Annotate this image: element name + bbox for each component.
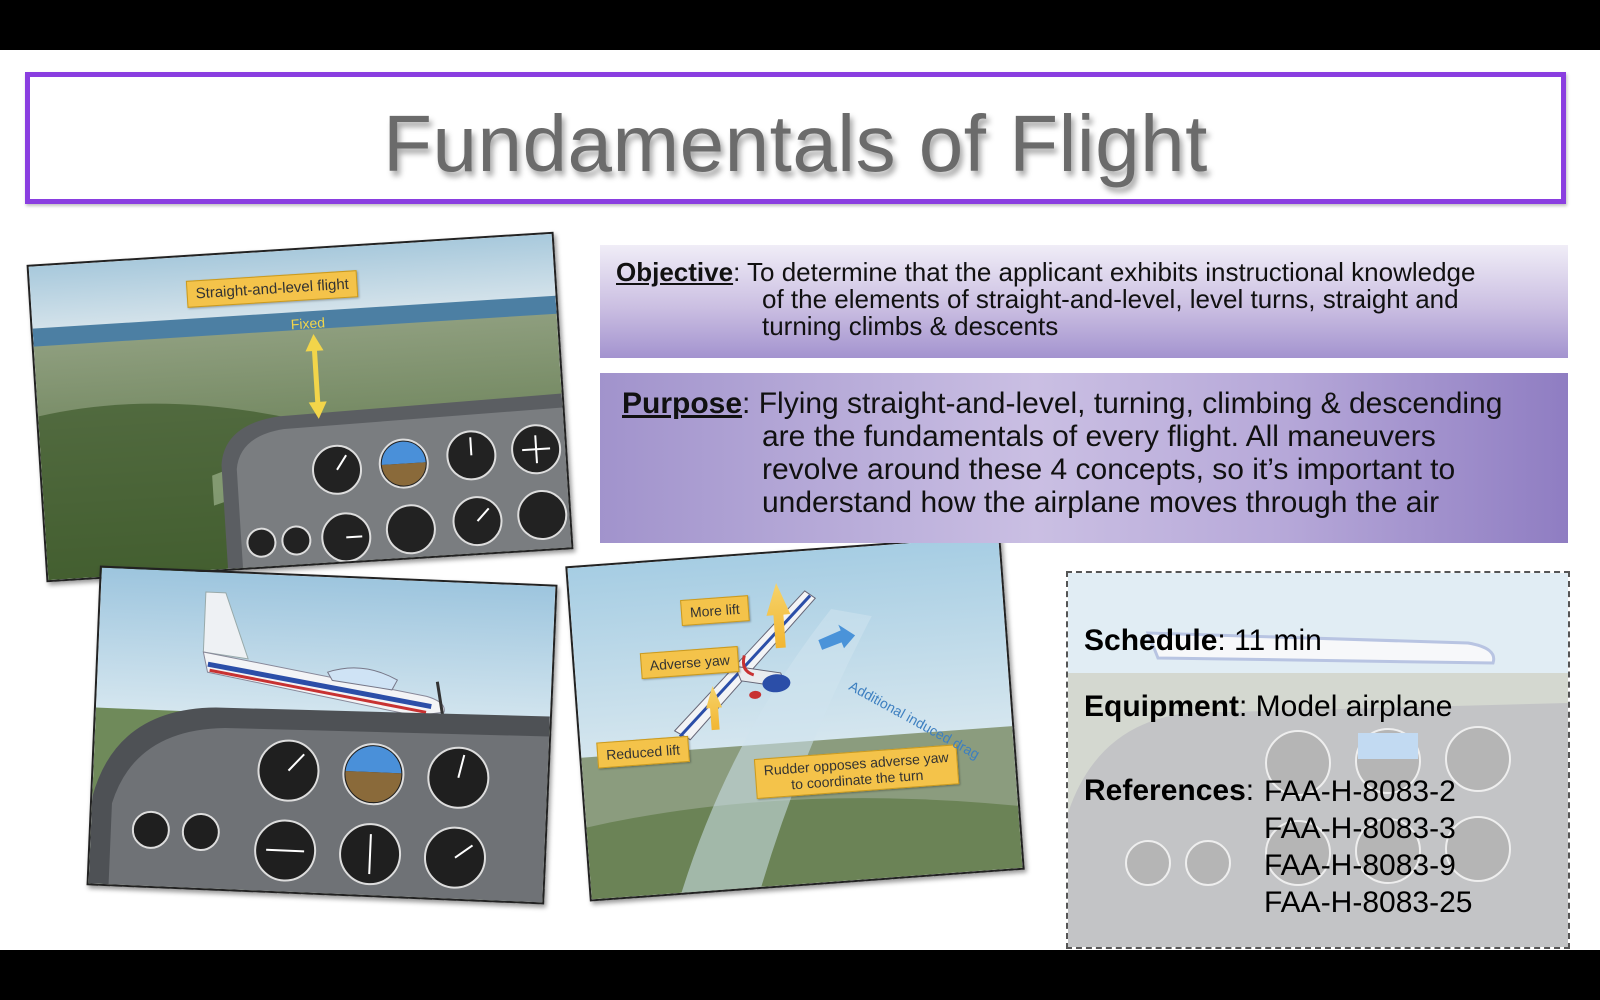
objective-line-1: : To determine that the applicant exhibi…: [733, 257, 1476, 287]
purpose-continuation: are the fundamentals of every flight. Al…: [762, 420, 1562, 519]
purpose-line-3: revolve around these 4 concepts, so it’s…: [762, 453, 1456, 486]
info-panel: Schedule: 11 min Equipment: Model airpla…: [1066, 571, 1570, 949]
schedule-value: : 11 min: [1217, 624, 1322, 657]
equipment-row: Equipment: Model airplane: [1084, 689, 1452, 725]
objective-label: Objective: [616, 257, 734, 287]
photo-airplane-panel: [86, 565, 558, 905]
equipment-value: : Model airplane: [1239, 690, 1453, 723]
callout-more-lift: More lift: [680, 595, 750, 627]
objective-line-2: of the elements of straight-and-level, l…: [762, 284, 1459, 314]
reference-item: FAA-H-8083-25: [1264, 886, 1473, 919]
objective-first-line: Objective: To determine that the applica…: [616, 259, 1475, 286]
purpose-line-1: : Flying straight-and-level, turning, cl…: [742, 387, 1503, 420]
reference-item: FAA-H-8083-9: [1264, 849, 1456, 882]
purpose-line-4: understand how the airplane moves throug…: [762, 486, 1440, 519]
info-background-image: [1068, 573, 1568, 947]
references-row: References:: [1084, 773, 1254, 809]
adverse-yaw-scene: [567, 536, 1023, 900]
purpose-first-line: Purpose: Flying straight-and-level, turn…: [622, 387, 1502, 420]
page-title: Fundamentals of Flight: [383, 99, 1208, 188]
slide: Fundamentals of Flight: [0, 50, 1600, 950]
purpose-panel: Purpose: Flying straight-and-level, turn…: [600, 373, 1568, 543]
cockpit-scene-2: [88, 567, 556, 903]
reference-item: FAA-H-8083-2: [1264, 775, 1456, 808]
title-box: Fundamentals of Flight: [25, 72, 1566, 204]
fixed-label: Fixed: [290, 314, 326, 333]
airplane-drawing: [202, 591, 447, 734]
objective-continuation: of the elements of straight-and-level, l…: [762, 286, 1562, 340]
photo-straight-and-level: Straight-and-level flight Fixed: [26, 231, 574, 583]
purpose-line-2: are the fundamentals of every flight. Al…: [762, 420, 1436, 453]
schedule-label: Schedule: [1084, 624, 1218, 657]
objective-line-3: turning climbs & descents: [762, 311, 1059, 341]
reference-item: FAA-H-8083-3: [1264, 812, 1456, 845]
objective-panel: Objective: To determine that the applica…: [600, 245, 1568, 358]
photo-adverse-yaw: More lift Adverse yaw Reduced lift Rudde…: [565, 534, 1025, 902]
cockpit-scene-1: [28, 233, 572, 581]
purpose-label: Purpose: [622, 387, 743, 420]
references-list: FAA-H-8083-2 FAA-H-8083-3 FAA-H-8083-9 F…: [1264, 773, 1472, 921]
equipment-label: Equipment: [1084, 690, 1239, 723]
references-label: References: [1084, 774, 1246, 807]
references-separator: :: [1245, 774, 1255, 807]
schedule-row: Schedule: 11 min: [1084, 623, 1322, 659]
